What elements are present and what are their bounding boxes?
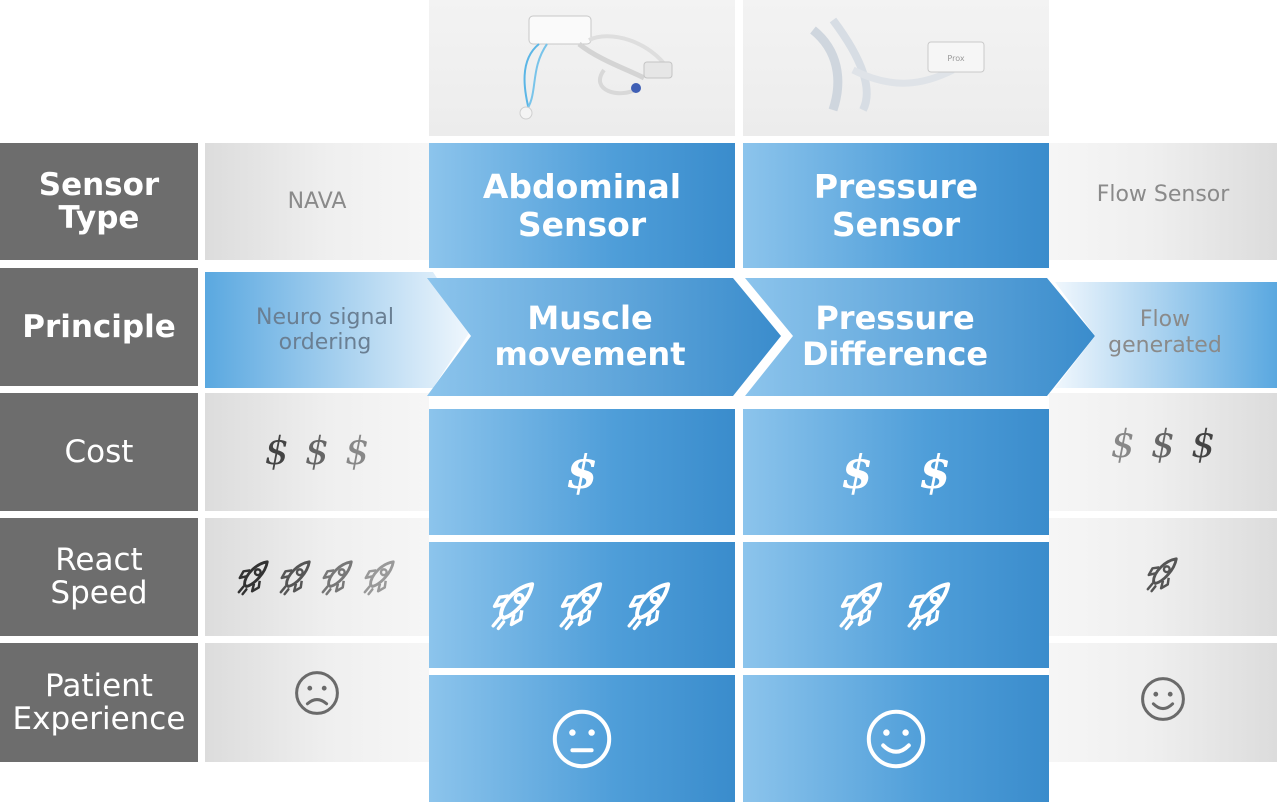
row-label-sensor-type: Sensor Type [38, 166, 160, 236]
rocket-icon [319, 558, 357, 596]
nava-cost-symbols: $ $ $ [264, 429, 370, 474]
device-label: Prox [947, 54, 964, 63]
row-label-patient: Patient [45, 667, 153, 704]
flow-principle-chevron [1055, 282, 1277, 388]
flow-principle-text: Flow generated [1080, 278, 1250, 388]
happy-face-icon [864, 707, 928, 771]
rocket-icon [556, 579, 608, 631]
row-header-sensor-type: Sensor Type [0, 143, 198, 260]
abdominal-sensor-line1: Abdominal [482, 166, 682, 206]
nava-principle-line1: Neuro signal [255, 304, 395, 330]
abdominal-principle-line1: Muscle [527, 299, 653, 338]
pressure-experience-cell [743, 675, 1049, 802]
nava-speed-rockets [235, 558, 399, 596]
rocket-icon [488, 579, 540, 631]
pressure-principle-text: Pressure Difference [775, 278, 1015, 396]
nava-cost-cell: $ $ $ [205, 393, 429, 511]
dollar-symbol: $ [840, 444, 873, 499]
sad-face-icon [293, 669, 341, 717]
dollar-symbol: $ [345, 429, 370, 474]
rocket-icon [624, 579, 676, 631]
row-label-speed: Speed [50, 575, 148, 611]
row-header-react-speed: React Speed [0, 518, 198, 636]
dollar-symbol: $ [1150, 422, 1176, 467]
rocket-icon [1144, 555, 1182, 593]
abdominal-speed-rockets [488, 579, 676, 631]
flow-sensor-label: Flow Sensor [1096, 181, 1230, 207]
abdominal-principle-line2: movement [494, 335, 686, 373]
nava-principle-chevron [205, 272, 471, 388]
flow-experience-cell [1049, 643, 1277, 762]
nava-sensor-cell: NAVA [205, 143, 429, 260]
flow-principle-line2: generated [1108, 333, 1222, 358]
rocket-icon [904, 579, 956, 631]
pressure-principle-line1: Pressure [815, 299, 975, 338]
rocket-icon [235, 558, 273, 596]
nava-sensor-label: NAVA [287, 188, 347, 214]
pressure-principle-chevron [745, 278, 1095, 396]
principle-chevron-band [205, 272, 1277, 396]
abdominal-sensor-line2: Sensor [517, 204, 647, 244]
row-header-principle: Principle [0, 268, 198, 386]
pressure-principle-line2: Difference [801, 335, 989, 373]
dollar-symbol: $ [1110, 422, 1135, 467]
pressure-sensor-line2: Sensor [831, 204, 961, 244]
row-label-experience: Experience [12, 700, 186, 737]
row-label-cost: Cost [64, 433, 134, 470]
pressure-sensor-line1: Pressure [813, 166, 979, 206]
abdominal-experience-cell [429, 675, 735, 802]
rocket-icon [361, 558, 399, 596]
abdominal-principle-chevron [427, 278, 781, 396]
flow-cost-cell: $ $ $ [1049, 393, 1277, 511]
pressure-sensor-cell: Pressure Sensor [743, 143, 1049, 268]
flow-cost-symbols: $ $ $ [1110, 422, 1216, 467]
flow-principle-line1: Flow [1139, 306, 1191, 332]
pressure-cost-symbols: $ $ [840, 444, 952, 499]
flow-sensor-cell: Flow Sensor [1049, 143, 1277, 260]
dollar-symbol: $ [304, 429, 330, 474]
row-header-patient-experience: Patient Experience [0, 643, 198, 762]
row-label-react: React [55, 542, 143, 579]
abdominal-sensor-photo [429, 0, 735, 136]
pressure-cost-cell: $ $ [743, 409, 1049, 535]
flow-speed-cell [1049, 518, 1277, 636]
rocket-icon [836, 579, 888, 631]
pressure-speed-cell [743, 542, 1049, 668]
row-label-principle: Principle [22, 308, 176, 345]
abdominal-speed-cell [429, 542, 735, 668]
rocket-icon [277, 558, 315, 596]
nava-speed-cell [205, 518, 429, 636]
abdominal-sensor-cell: Abdominal Sensor [429, 143, 735, 268]
dollar-symbol: $ [565, 444, 598, 499]
dollar-symbol: $ [1191, 422, 1216, 467]
nava-principle-line2: ordering [278, 330, 372, 355]
dollar-symbol: $ [919, 444, 952, 499]
pressure-sensor-device-icon: Prox [810, 17, 985, 112]
abdominal-cost-cell: $ [429, 409, 735, 535]
row-header-cost: Cost [0, 393, 198, 511]
neutral-face-icon [550, 707, 614, 771]
abdominal-sensor-device-icon [519, 15, 673, 120]
pressure-speed-rockets [836, 579, 956, 631]
pressure-sensor-photo: Prox [743, 0, 1049, 136]
dollar-symbol: $ [264, 429, 289, 474]
abdominal-principle-text: Muscle movement [470, 278, 710, 396]
abdominal-cost-symbols: $ [565, 444, 598, 499]
nava-principle-text: Neuro signal ordering [205, 272, 445, 388]
happy-face-icon [1139, 675, 1187, 723]
nava-experience-cell [205, 643, 429, 762]
